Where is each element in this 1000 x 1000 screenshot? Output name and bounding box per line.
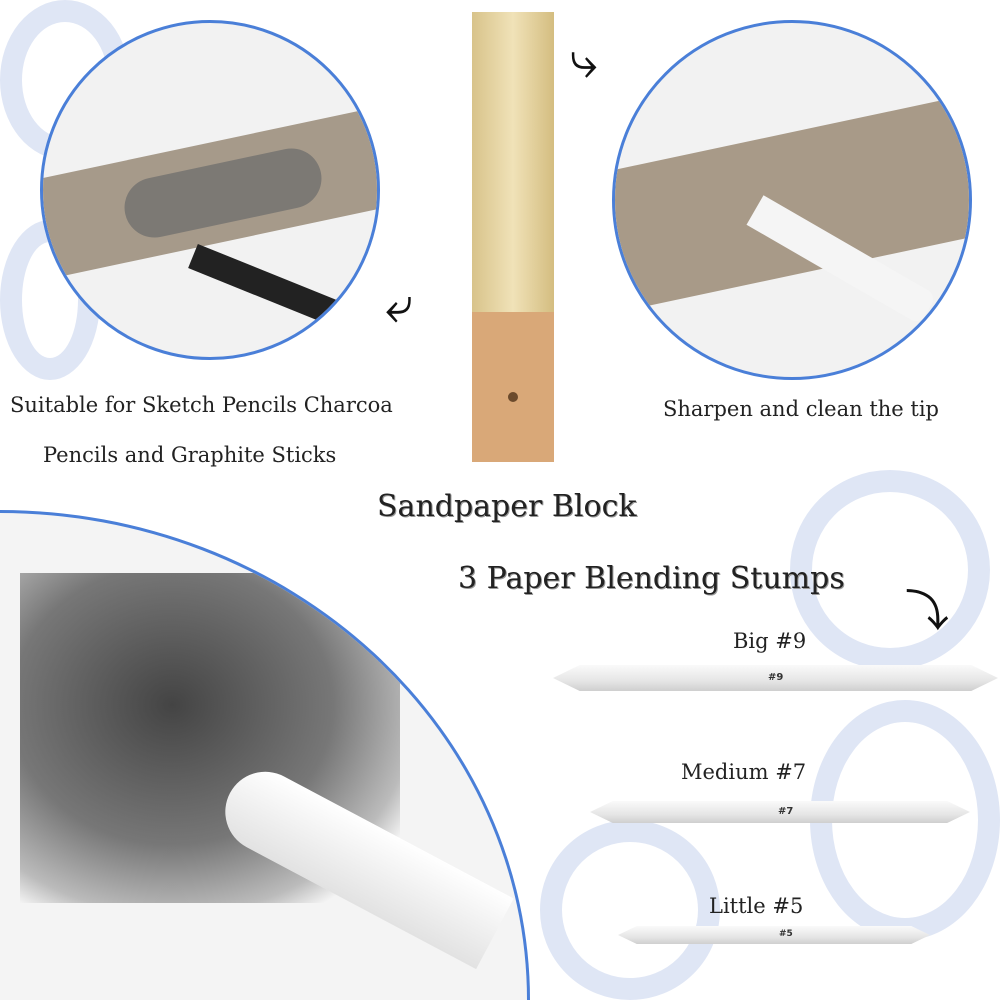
sandpaper-block-title: Sandpaper Block: [377, 489, 637, 524]
curved-arrow-icon: ⤵: [905, 586, 949, 637]
blending-stumps-title: 3 Paper Blending Stumps: [458, 561, 845, 596]
decorative-swirl: [540, 820, 720, 1000]
pencil-sharpening-photo: [40, 20, 380, 360]
sandpaper-block-image: [472, 12, 554, 462]
stump-little-mark: #5: [779, 929, 793, 939]
stump-medium-label: Medium #7: [681, 760, 807, 784]
caption-suitable-line2: Pencils and Graphite Sticks: [43, 443, 337, 467]
blending-stump-big: [553, 665, 998, 691]
caption-suitable-line1: Suitable for Sketch Pencils Charcoa: [10, 393, 393, 417]
blending-stump-medium: [590, 801, 970, 823]
blending-demo-photo: [0, 510, 530, 1000]
stump-big-mark: #9: [768, 672, 784, 683]
curved-arrow-icon: ⤶: [385, 276, 413, 334]
stump-big-label: Big #9: [733, 629, 807, 653]
caption-sharpen: Sharpen and clean the tip: [663, 397, 939, 421]
stump-medium-mark: #7: [778, 806, 794, 817]
blending-stump-little: [618, 926, 930, 944]
curved-arrow-icon: ⤷: [570, 31, 598, 89]
stump-little-label: Little #5: [709, 894, 804, 918]
stump-cleaning-photo: [612, 20, 972, 380]
